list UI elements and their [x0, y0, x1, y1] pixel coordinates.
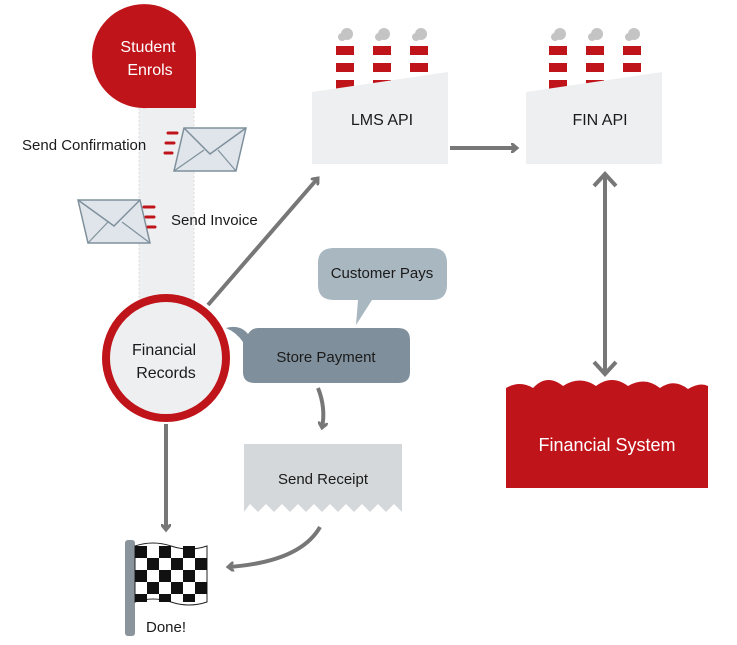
envelope-icon	[173, 127, 247, 172]
envelope-icon	[77, 199, 151, 244]
motion-lines	[142, 205, 157, 229]
financial-records-label-1: Financial	[132, 342, 196, 359]
store-payment-bubble: Store Payment	[226, 326, 410, 383]
fin-api-label: FIN API	[572, 112, 627, 129]
send-confirmation-label: Send Confirmation	[22, 137, 146, 154]
customer-pays-label: Customer Pays	[331, 265, 434, 282]
send-invoice-label: Send Invoice	[171, 212, 258, 229]
smokestacks	[336, 28, 428, 93]
financial-records-node: Financial Records	[102, 294, 230, 422]
student-enrols-label-2: Enrols	[127, 62, 172, 79]
arrow-receipt-to-done	[228, 525, 322, 567]
lms-api-label: LMS API	[351, 112, 413, 129]
factory-icon: LMS API	[312, 28, 448, 164]
send-receipt-label: Send Receipt	[278, 471, 369, 488]
student-enrols-node: Student Enrols	[92, 4, 197, 109]
motion-lines	[163, 131, 179, 155]
arrow-fin-api-financial-system	[592, 171, 618, 377]
factory-icon: FIN API	[526, 28, 662, 164]
send-receipt-node: Send Receipt	[244, 444, 402, 512]
done-label: Done!	[146, 619, 186, 636]
arrow-records-to-lms	[206, 178, 318, 307]
student-enrols-label-1: Student	[120, 39, 176, 56]
checkered-flag-icon: Done!	[125, 540, 208, 636]
customer-pays-bubble: Customer Pays	[318, 248, 447, 325]
store-payment-label: Store Payment	[276, 349, 376, 366]
financial-system-node: Financial System	[506, 379, 708, 488]
financial-system-label: Financial System	[538, 435, 675, 455]
arrow-payment-to-receipt	[316, 387, 323, 428]
financial-records-label-2: Records	[136, 365, 196, 382]
